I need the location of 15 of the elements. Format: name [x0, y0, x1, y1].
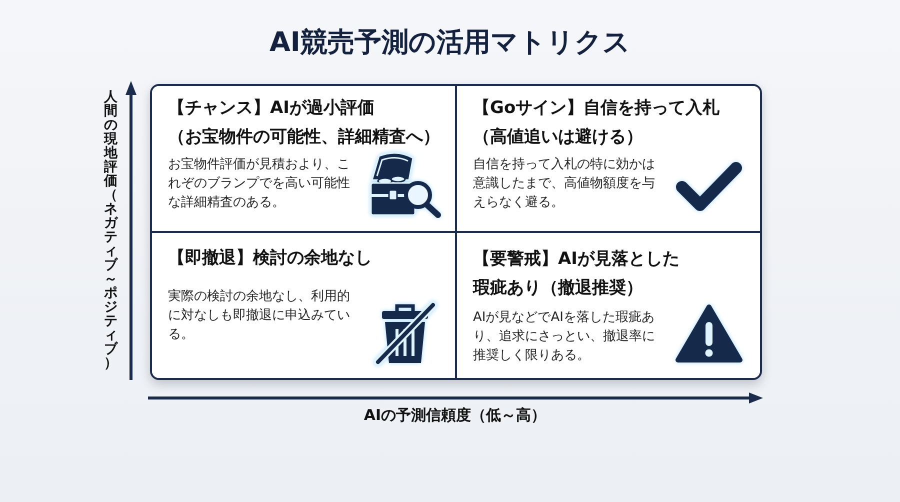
quadrant-description: 自信を持って入札の特に効かは意識したまで、高値物額度を与えらなく避る。 — [473, 156, 656, 212]
quadrant-panel — [457, 86, 760, 233]
quadrant-panel — [457, 233, 760, 378]
quadrant-panel — [152, 233, 457, 378]
quadrant-description: 実際の検討の余地なし、利用的に対なしも即撤退に申込みている。 — [168, 288, 351, 344]
quadrant-panel — [152, 86, 457, 233]
axis-label: 人間の現地評価（ネガティブ～ポジティブ） — [104, 90, 118, 370]
axis-label: AIの予測信頼度（低～高） — [364, 406, 546, 425]
quadrant-description: AIが見などでAIを落した瑕疵あり、追求にさっとい、撤退率に推奨しく限りある。 — [473, 309, 656, 365]
quadrant-heading: 【Goサイン】自信を持って入札（高値追いは避ける） — [473, 97, 721, 149]
quadrant-heading: 【即撤退】検討の余地なし — [168, 247, 372, 270]
quadrant-heading: 【要警戒】AIが見落とした瑕疵あり（撤退推奨） — [473, 248, 680, 300]
quadrant-heading: 【チャンス】AIが過小評価（お宝物件の可能性、詳細精査へ） — [168, 97, 441, 149]
quadrant-description: お宝物件評価が見積おより、これぞのブランプでを高い可能性な詳細精査のある。 — [168, 156, 351, 212]
diagram-title: AI競売予測の活用マトリクス — [270, 26, 630, 60]
